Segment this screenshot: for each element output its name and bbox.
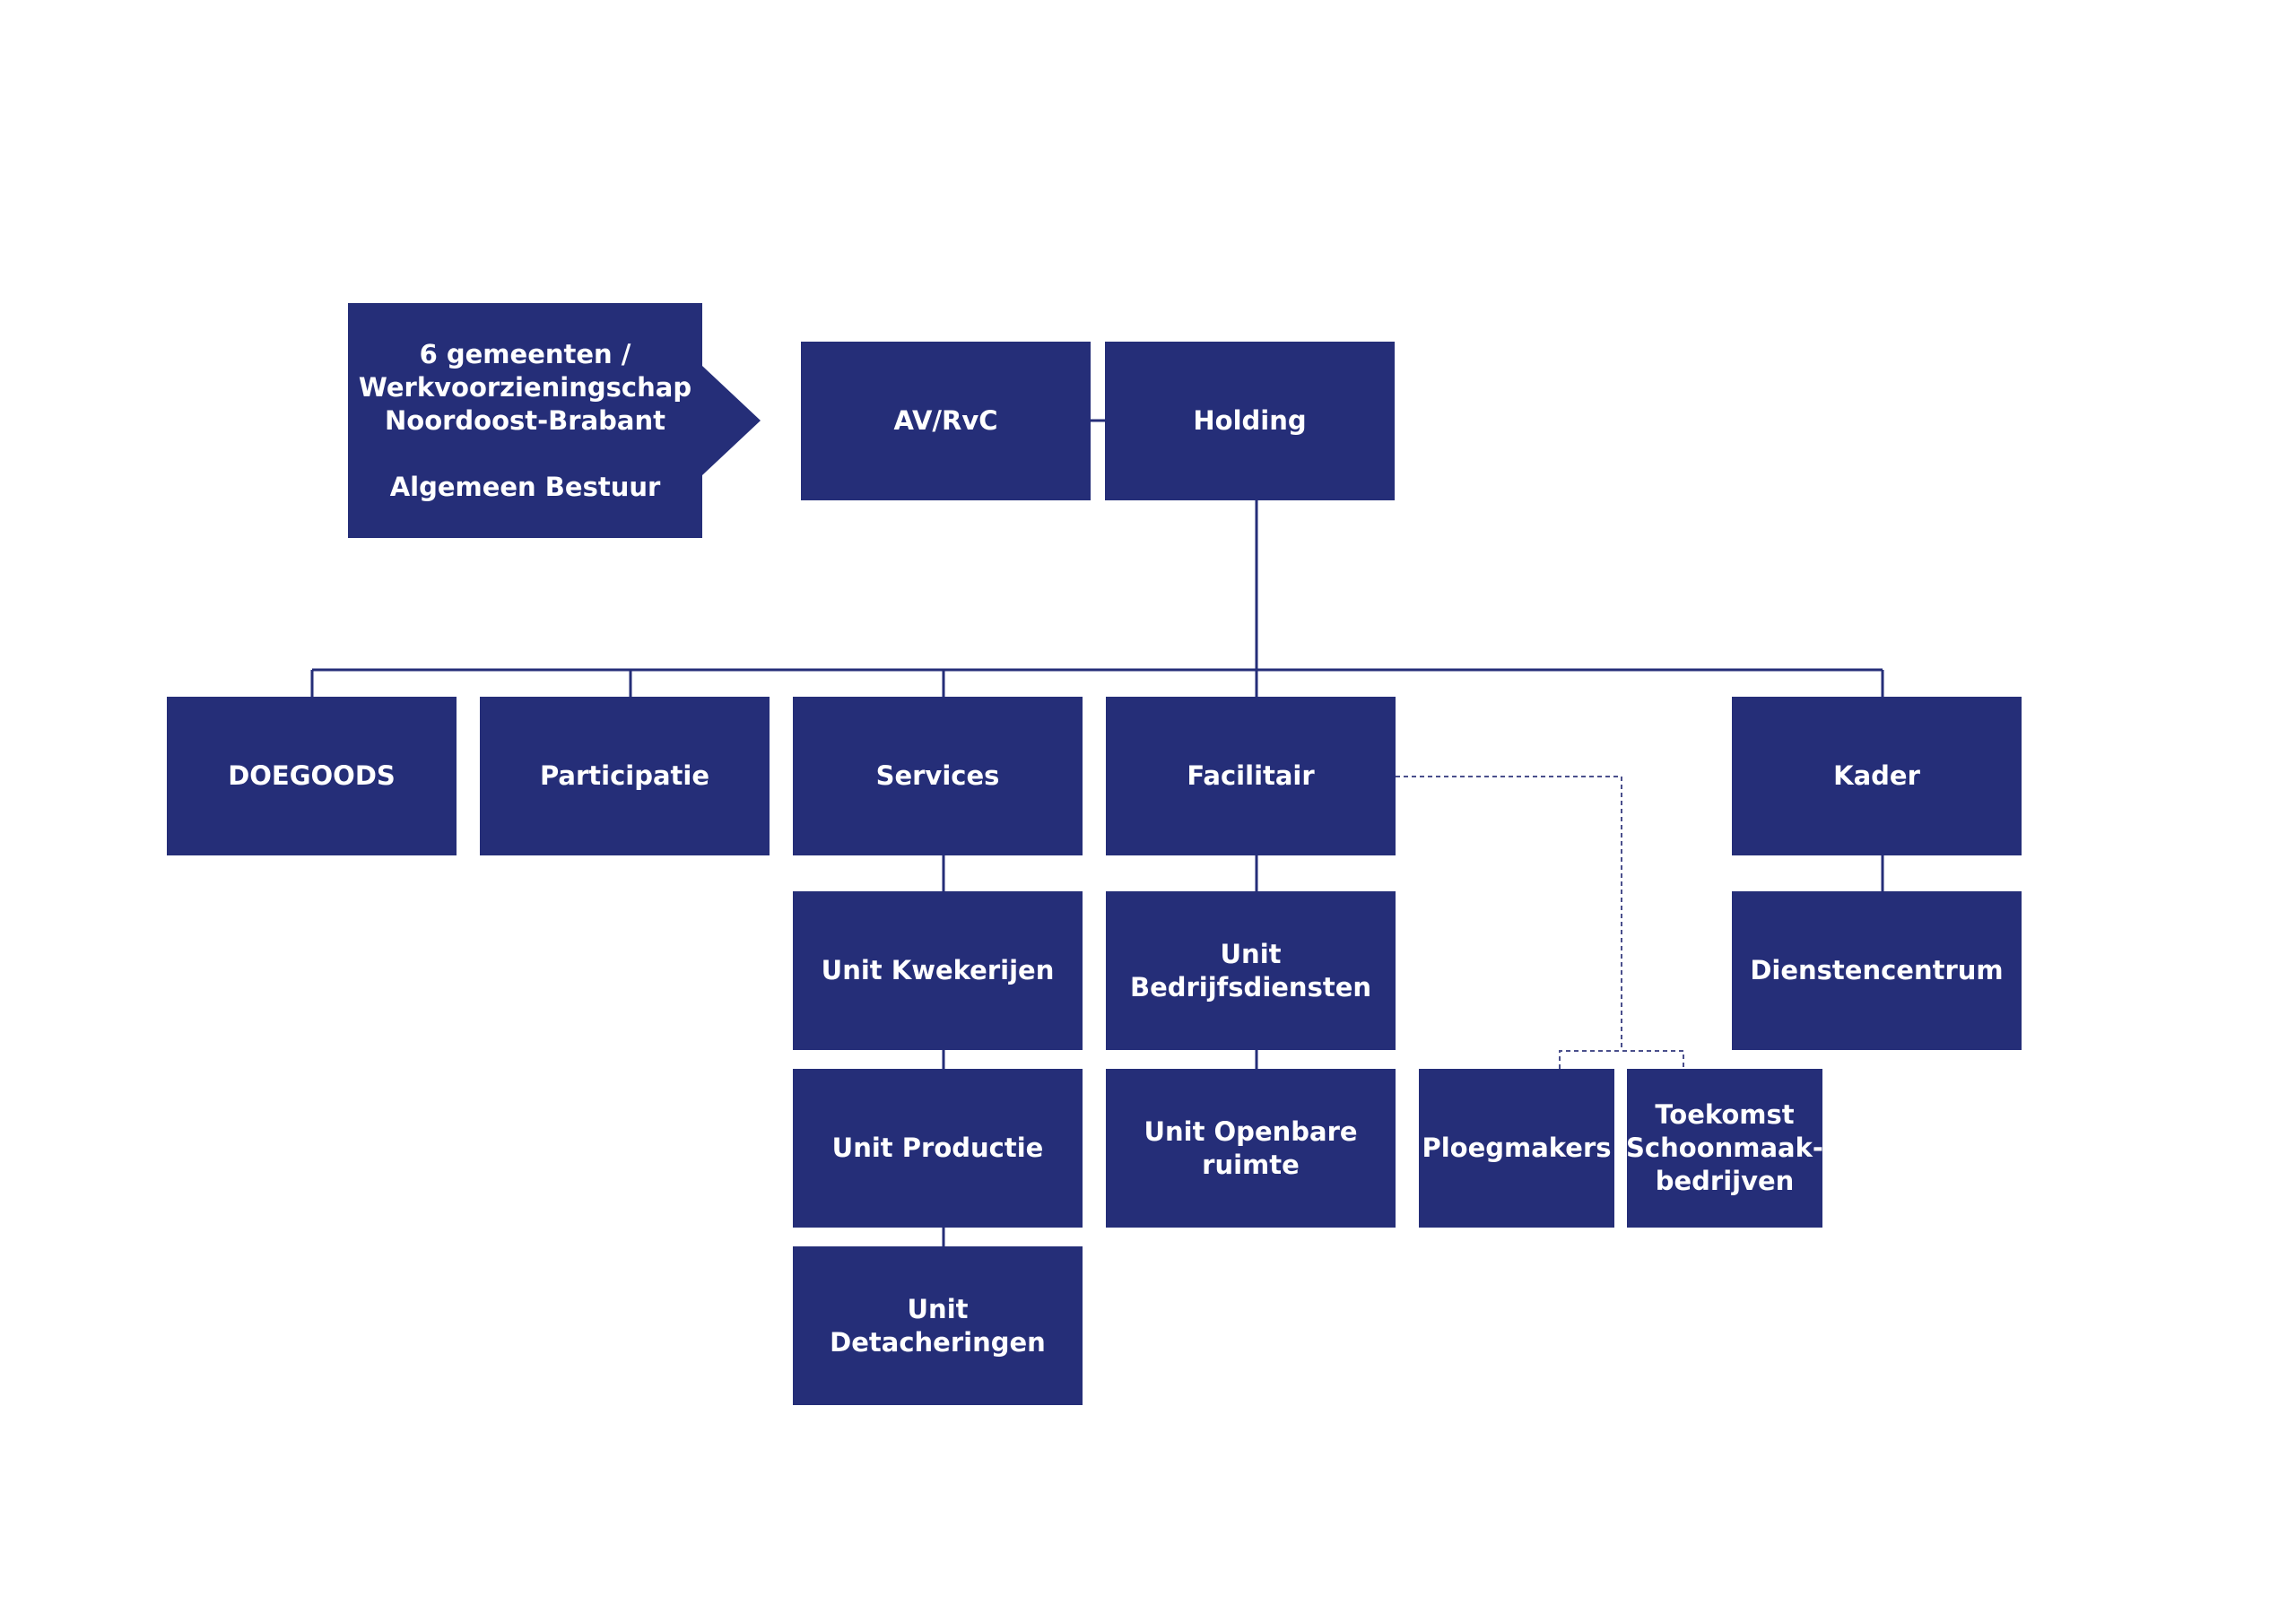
node-kader-label: Kader	[1833, 760, 1920, 791]
dashed-connectors	[1396, 776, 1684, 1069]
connector-dashed-split	[1559, 1050, 1684, 1069]
node-doegoods: DOEGOODS	[167, 697, 457, 855]
connector-facilitair-dashed	[1396, 776, 1622, 1051]
node-unit-openbare-ruimte: Unit Openbare ruimte	[1106, 1069, 1396, 1228]
solid-connectors	[310, 419, 1884, 1246]
node-unit-detacheringen: Unit Detacheringen	[793, 1246, 1083, 1405]
node-participatie: Participatie	[480, 697, 770, 855]
node-unit-productie: Unit Productie	[793, 1069, 1083, 1228]
node-dienstencentrum-label: Dienstencentrum	[1750, 955, 2004, 985]
node-facilitair: Facilitair	[1106, 697, 1396, 855]
node-services: Services	[793, 697, 1083, 855]
node-holding: Holding	[1105, 342, 1395, 500]
node-facilitair-label: Facilitair	[1187, 760, 1315, 791]
node-unit-bedrijfsdiensten-label: Unit Bedrijfsdiensten	[1129, 938, 1372, 1002]
node-services-label: Services	[875, 760, 1000, 791]
node-kader: Kader	[1732, 697, 2022, 855]
node-dienstencentrum: Dienstencentrum	[1732, 891, 2022, 1050]
node-ploegmakers-label: Ploegmakers	[1422, 1133, 1612, 1163]
node-holding-label: Holding	[1193, 405, 1307, 436]
node-gemeenten: 6 gemeenten / Werkvoorzieningschap Noord…	[348, 303, 761, 538]
node-avrvc-label: AV/RvC	[893, 405, 998, 436]
node-participatie-label: Participatie	[539, 760, 710, 791]
node-toekomst-schoonmaakbedrijven-label: Toekomst Schoonmaak- bedrijven	[1626, 1099, 1823, 1196]
node-gemeenten-label: 6 gemeenten / Werkvoorzieningschap Noord…	[358, 338, 692, 502]
node-doegoods-label: DOEGOODS	[228, 760, 396, 791]
node-unit-openbare-ruimte-label: Unit Openbare ruimte	[1144, 1115, 1358, 1180]
node-unit-kwekerijen: Unit Kwekerijen	[793, 891, 1083, 1050]
node-ploegmakers: Ploegmakers	[1419, 1069, 1614, 1228]
gemeenten-shape	[348, 303, 761, 538]
node-avrvc: AV/RvC	[801, 342, 1091, 500]
gemeenten-pentagon	[348, 303, 761, 538]
node-unit-kwekerijen-label: Unit Kwekerijen	[821, 955, 1055, 985]
node-toekomst-schoonmaakbedrijven: Toekomst Schoonmaak- bedrijven	[1626, 1069, 1823, 1228]
node-unit-productie-label: Unit Productie	[831, 1133, 1044, 1163]
node-unit-detacheringen-label: Unit Detacheringen	[830, 1293, 1046, 1358]
node-unit-bedrijfsdiensten: Unit Bedrijfsdiensten	[1106, 891, 1396, 1050]
